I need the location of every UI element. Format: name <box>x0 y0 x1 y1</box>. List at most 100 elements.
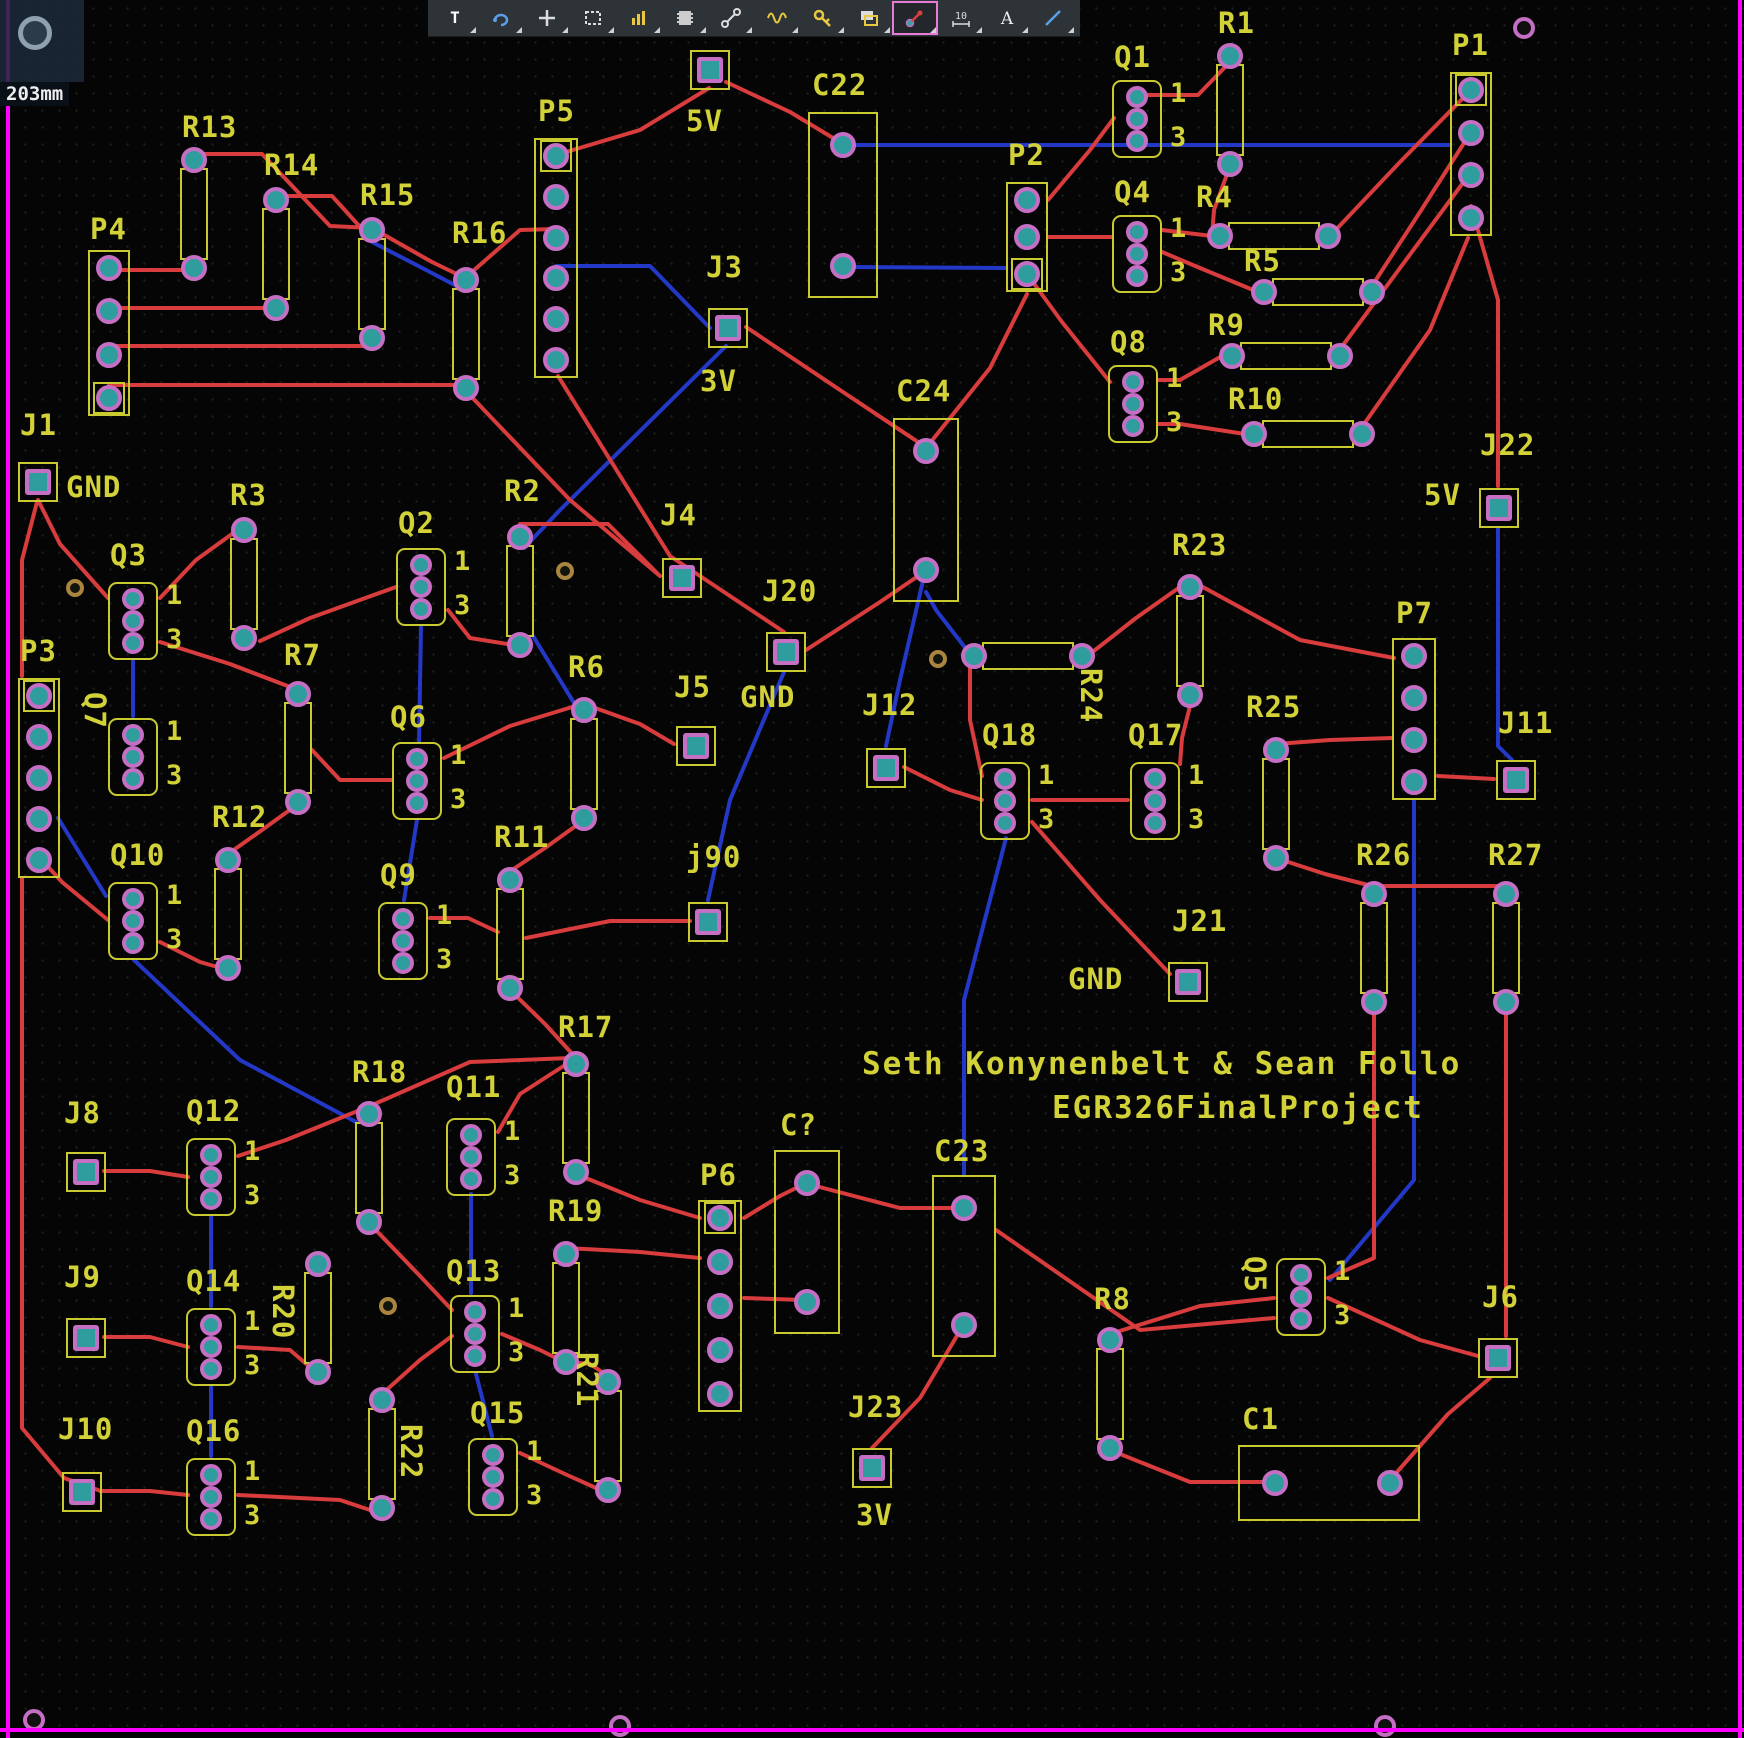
pad-R23-1[interactable] <box>1177 574 1203 600</box>
pin-tool[interactable] <box>800 1 846 35</box>
pad-R12-2[interactable] <box>215 955 241 981</box>
pad-Q11-1[interactable] <box>460 1124 482 1146</box>
pad-Q12-2[interactable] <box>200 1166 222 1188</box>
pad-P3-5[interactable] <box>26 847 52 873</box>
pad-Q14-2[interactable] <box>200 1336 222 1358</box>
pad-Q10-1[interactable] <box>122 888 144 910</box>
pad-P6-1[interactable] <box>707 1205 733 1231</box>
resistor-R7[interactable] <box>284 702 312 794</box>
pad-R9-1[interactable] <box>1219 343 1245 369</box>
pad-R14-1[interactable] <box>263 187 289 213</box>
line-tool[interactable] <box>1030 1 1076 35</box>
trace-top-layer[interactable] <box>1276 738 1392 744</box>
pad-Q13-3[interactable] <box>464 1345 486 1367</box>
pad-C24-2[interactable] <box>913 557 939 583</box>
trace-top-layer[interactable] <box>566 1248 700 1258</box>
pad-P4-4[interactable] <box>96 385 122 411</box>
resistor-R3[interactable] <box>230 538 258 630</box>
pad-Q3-1[interactable] <box>122 588 144 610</box>
trace-bottom-layer[interactable] <box>556 266 710 328</box>
pad-Q3-2[interactable] <box>122 610 144 632</box>
mounting-hole[interactable] <box>1513 17 1535 39</box>
pad-J22[interactable] <box>1486 495 1512 521</box>
pad-Q8-2[interactable] <box>1122 393 1144 415</box>
pad-Q16-2[interactable] <box>200 1486 222 1508</box>
trace-top-layer[interactable] <box>904 767 982 800</box>
trace-top-layer[interactable] <box>260 587 396 641</box>
pad-R2-1[interactable] <box>507 524 533 550</box>
pad-P4-3[interactable] <box>96 342 122 368</box>
trace-bottom-layer[interactable] <box>134 960 356 1122</box>
pad-Q15-3[interactable] <box>482 1488 504 1510</box>
resistor-R15[interactable] <box>358 238 386 330</box>
resistor-R27[interactable] <box>1492 902 1520 994</box>
resistor-R19[interactable] <box>552 1262 580 1354</box>
pad-Q12-1[interactable] <box>200 1144 222 1166</box>
pad-R20-1[interactable] <box>305 1251 331 1277</box>
pad-R24-1[interactable] <box>961 643 987 669</box>
pad-P2-2[interactable] <box>1014 224 1040 250</box>
pad-C1-2[interactable] <box>1377 1470 1403 1496</box>
pad-P3-2[interactable] <box>26 724 52 750</box>
pad-R13-2[interactable] <box>181 255 207 281</box>
header-P5[interactable] <box>534 138 578 378</box>
resistor-R14[interactable] <box>262 208 290 300</box>
pad-R22-2[interactable] <box>369 1495 395 1521</box>
resistor-R16[interactable] <box>452 288 480 380</box>
pad-R13-1[interactable] <box>181 147 207 173</box>
pad-C22-2[interactable] <box>830 253 856 279</box>
resistor-R1[interactable] <box>1216 64 1244 156</box>
via[interactable] <box>556 562 574 580</box>
pad-Q5-2[interactable] <box>1290 1286 1312 1308</box>
pad-J1[interactable] <box>25 469 51 495</box>
trace-top-layer[interactable] <box>312 750 392 780</box>
pad-P5-6[interactable] <box>543 347 569 373</box>
trace-top-layer[interactable] <box>1190 580 1394 658</box>
pad-R8-1[interactable] <box>1097 1327 1123 1353</box>
pad-R8-2[interactable] <box>1097 1435 1123 1461</box>
pad-R21-2[interactable] <box>595 1477 621 1503</box>
pad-P3-1[interactable] <box>26 683 52 709</box>
trace-top-layer[interactable] <box>382 1336 452 1394</box>
pad-R19-1[interactable] <box>553 1241 579 1267</box>
net-tool[interactable] <box>708 1 754 35</box>
pad-R15-2[interactable] <box>359 325 385 351</box>
pad-R17-2[interactable] <box>563 1159 589 1185</box>
trace-top-layer[interactable] <box>1328 1298 1478 1356</box>
pad-P5-2[interactable] <box>543 184 569 210</box>
pad-R24-2[interactable] <box>1069 643 1095 669</box>
pad-R26-2[interactable] <box>1361 989 1387 1015</box>
resistor-R22[interactable] <box>368 1408 396 1500</box>
pad-R1-2[interactable] <box>1217 151 1243 177</box>
pad-R18-2[interactable] <box>356 1209 382 1235</box>
pad-P6-2[interactable] <box>707 1249 733 1275</box>
pad-Q2-2[interactable] <box>410 576 432 598</box>
pad-J12[interactable] <box>873 755 899 781</box>
pad-Q9-1[interactable] <box>392 908 414 930</box>
pad-Q2-1[interactable] <box>410 554 432 576</box>
pad-P2-1[interactable] <box>1014 187 1040 213</box>
pad-J5[interactable] <box>683 733 709 759</box>
pad-R7-2[interactable] <box>285 789 311 815</box>
pad-J20[interactable] <box>773 639 799 665</box>
resistor-R17[interactable] <box>562 1072 590 1164</box>
trace-top-layer[interactable] <box>1048 118 1114 200</box>
pad-Q17-3[interactable] <box>1144 812 1166 834</box>
pad-Q8-1[interactable] <box>1122 371 1144 393</box>
pad-P1-1[interactable] <box>1458 77 1484 103</box>
pad-P1-2[interactable] <box>1458 120 1484 146</box>
pad-R18-1[interactable] <box>356 1101 382 1127</box>
trace-top-layer[interactable] <box>996 1230 1274 1330</box>
pad-R11-2[interactable] <box>497 975 523 1001</box>
pad-R12-1[interactable] <box>215 847 241 873</box>
mounting-hole[interactable] <box>1374 1715 1396 1737</box>
resistor-R24[interactable] <box>982 642 1074 670</box>
pad-C23-1[interactable] <box>951 1195 977 1221</box>
pad-P2-3[interactable] <box>1014 261 1040 287</box>
resistor-R12[interactable] <box>214 868 242 960</box>
pad-Q14-3[interactable] <box>200 1358 222 1380</box>
pad-Q5-3[interactable] <box>1290 1308 1312 1330</box>
trace-top-layer[interactable] <box>104 1171 188 1177</box>
pad-R26-1[interactable] <box>1361 881 1387 907</box>
pad-Q15-1[interactable] <box>482 1444 504 1466</box>
